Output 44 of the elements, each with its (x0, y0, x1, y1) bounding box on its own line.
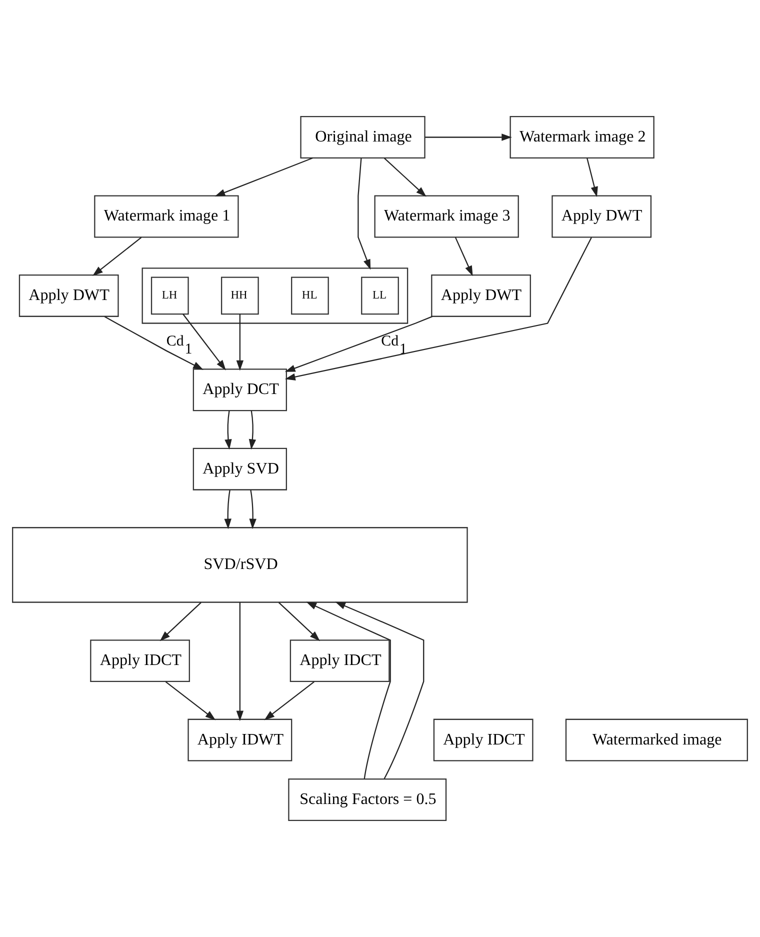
arrow (264, 681, 314, 720)
node-box: Apply DWT (431, 274, 531, 317)
node-box: Apply DWT (552, 195, 652, 238)
arrow (182, 314, 226, 370)
arrow (284, 237, 592, 381)
arrow (214, 157, 313, 196)
arrow (224, 410, 232, 450)
arrow (284, 316, 433, 372)
node-box: Apply IDCT (433, 718, 534, 762)
arrow (586, 158, 598, 197)
node-box: Watermarked image (565, 718, 748, 762)
arrow (454, 237, 473, 276)
arrow (278, 602, 320, 642)
arrow (224, 490, 232, 530)
arrow (425, 134, 512, 141)
node-box: Apply IDCT (90, 640, 190, 682)
node-box: LL (361, 276, 399, 315)
arrow (104, 316, 204, 370)
arrow (248, 410, 256, 450)
node-box: LH (150, 276, 189, 315)
node-box: Watermark image 1 (94, 195, 239, 238)
arrow (249, 490, 256, 530)
arrow (165, 681, 216, 720)
arrow (236, 602, 244, 722)
node-box: Apply DWT (18, 274, 119, 317)
node-box: Apply IDWT (188, 718, 292, 762)
cluster (142, 268, 408, 324)
node-box: HH (220, 276, 259, 315)
arrow (160, 602, 202, 642)
node-box: Apply IDCT (290, 640, 390, 682)
node-box: Scaling Factors = 0.5 (288, 778, 447, 821)
arrow (384, 158, 426, 197)
arrow (92, 236, 142, 276)
arrow (335, 602, 424, 779)
node-box: Original image (300, 116, 426, 158)
arrow (306, 602, 391, 779)
node-box: HL (291, 276, 329, 315)
node-box: Apply DCT (192, 368, 287, 412)
node-box: SVD/rSVD (12, 527, 468, 603)
node-box: Watermark image 2 (510, 116, 654, 158)
node-box: Watermark image 3 (374, 195, 519, 238)
arrow (358, 158, 371, 270)
arrow (236, 314, 244, 371)
node-box: Apply SVD (192, 448, 287, 490)
